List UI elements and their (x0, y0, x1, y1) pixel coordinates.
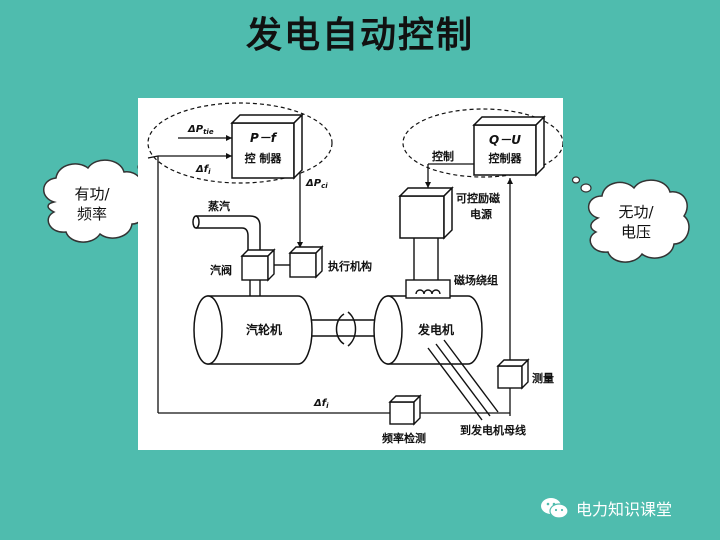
field-winding-label: 磁场绕组 (454, 273, 498, 287)
watermark: 电力知识课堂 (540, 496, 672, 520)
exciter-label-2: 电源 (470, 207, 492, 221)
left-bubble-line-2: 频率 (76, 205, 107, 223)
pf-dashed-ellipse (147, 102, 333, 184)
watermark-text: 电力知识课堂 (576, 500, 673, 519)
right-thought-bubble (571, 176, 690, 263)
turbine-label: 汽轮机 (246, 322, 282, 337)
generator-label: 发电机 (417, 322, 454, 337)
control-diagram: P－f 控 制器 Q－U 控制器 ΔPtie Δfi ΔPci 蒸汽 (138, 98, 563, 450)
exciter-label-1: 可控励磁 (456, 191, 500, 205)
delta-fi-top-label: Δfi (195, 164, 211, 176)
actuator-label: 执行机构 (328, 259, 372, 273)
right-bubble-line-1: 无功/ (618, 203, 654, 221)
qu-controller-box (472, 115, 546, 177)
steam-label: 蒸汽 (208, 199, 230, 213)
freq-detect-label: 频率检测 (382, 431, 426, 445)
to-bus-label: 到发电机母线 (460, 423, 526, 437)
delta-ptie-label: ΔPtie (187, 124, 214, 136)
pf-controller-symbol: P－f (250, 131, 278, 145)
delta-pci-label: ΔPci (305, 178, 328, 190)
slide-title: 发电自动控制 (245, 15, 474, 56)
wechat-icon (541, 498, 569, 519)
delta-fi-bottom-label: Δfi (313, 398, 329, 410)
pf-controller-label: 控 制器 (245, 151, 283, 165)
freq-detect-cube (388, 394, 422, 426)
qu-dashed-ellipse (402, 108, 563, 178)
field-winding (405, 279, 451, 299)
qu-controller-symbol: Q－U (489, 133, 521, 147)
left-bubble-line-1: 有功/ (74, 185, 110, 203)
right-bubble-line-2: 电压 (620, 223, 651, 241)
valve-cube (240, 248, 276, 282)
steam-pipe (192, 215, 261, 250)
exciter-cube (398, 186, 454, 240)
pf-controller-box (230, 113, 304, 180)
control-label: 控制 (432, 149, 454, 163)
valve-label: 汽阀 (210, 263, 232, 277)
turbine-cylinder (193, 295, 313, 365)
generator-cylinder (373, 295, 483, 365)
measure-label: 测量 (532, 371, 554, 385)
qu-controller-label: 控制器 (489, 151, 523, 165)
measure-cube (496, 358, 530, 390)
bus-lines (427, 339, 499, 421)
actuator-cube (288, 245, 324, 279)
